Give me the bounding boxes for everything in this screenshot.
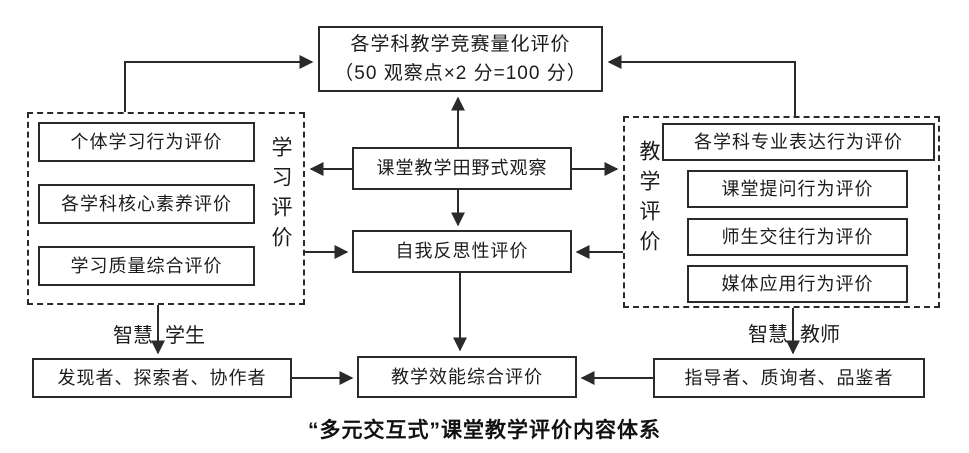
individual-learning-behavior-box: 个体学习行为评价	[38, 122, 255, 162]
student-label: 学生	[165, 325, 205, 347]
student-roles-label: 发现者、探索者、协作者	[57, 367, 267, 388]
teacher-wisdom-label: 智慧	[748, 324, 788, 346]
learning-evaluation-group: 个体学习行为评价 各学科核心素养评价 学习质量综合评价 学习评价	[27, 112, 305, 305]
teacher-roles-box: 指导者、质询者、品鉴者	[653, 358, 925, 398]
diagram-caption: “多元交互式”课堂教学评价内容体系	[308, 419, 661, 442]
teacher-student-interaction-box: 师生交往行为评价	[687, 218, 908, 256]
teacher-student-interaction-label: 师生交往行为评价	[721, 226, 874, 247]
teacher-roles-label: 指导者、质询者、品鉴者	[684, 367, 894, 388]
subject-core-literacy-label: 各学科核心素养评价	[61, 193, 232, 214]
field-observation-box: 课堂教学田野式观察	[352, 147, 572, 190]
quantitative-competition-evaluation-box: 各学科教学竞赛量化评价 （50 观察点×2 分=100 分）	[318, 26, 603, 92]
media-application-behavior-label: 媒体应用行为评价	[721, 273, 874, 294]
student-wisdom-label: 智慧	[113, 325, 153, 347]
teaching-effectiveness-label: 教学效能综合评价	[391, 366, 543, 387]
teaching-evaluation-group: 教学评价 各学科专业表达行为评价 课堂提问行为评价 师生交往行为评价 媒体应用行…	[623, 116, 940, 308]
classroom-questioning-behavior-label: 课堂提问行为评价	[721, 178, 874, 199]
learning-evaluation-vertical-label: 学习评价	[269, 136, 292, 256]
teaching-effectiveness-box: 教学效能综合评价	[357, 356, 577, 398]
learning-quality-label: 学习质量综合评价	[70, 255, 223, 276]
media-application-behavior-box: 媒体应用行为评价	[687, 265, 908, 303]
quantitative-evaluation-title: 各学科教学竞赛量化评价	[350, 33, 571, 55]
professional-expression-behavior-box: 各学科专业表达行为评价	[662, 123, 935, 161]
classroom-questioning-behavior-box: 课堂提问行为评价	[687, 170, 908, 208]
learning-quality-box: 学习质量综合评价	[38, 246, 255, 286]
self-reflection-label: 自我反思性评价	[395, 241, 529, 262]
self-reflection-box: 自我反思性评价	[352, 230, 572, 273]
professional-expression-behavior-label: 各学科专业表达行为评价	[694, 131, 903, 152]
subject-core-literacy-box: 各学科核心素养评价	[38, 184, 255, 224]
quantitative-evaluation-formula: （50 观察点×2 分=100 分）	[334, 63, 587, 84]
individual-learning-behavior-label: 个体学习行为评价	[70, 131, 223, 152]
teacher-label: 教师	[800, 324, 840, 346]
student-roles-box: 发现者、探索者、协作者	[32, 358, 292, 398]
field-observation-label: 课堂教学田野式观察	[376, 158, 548, 179]
teaching-evaluation-vertical-label: 教学评价	[637, 140, 660, 260]
